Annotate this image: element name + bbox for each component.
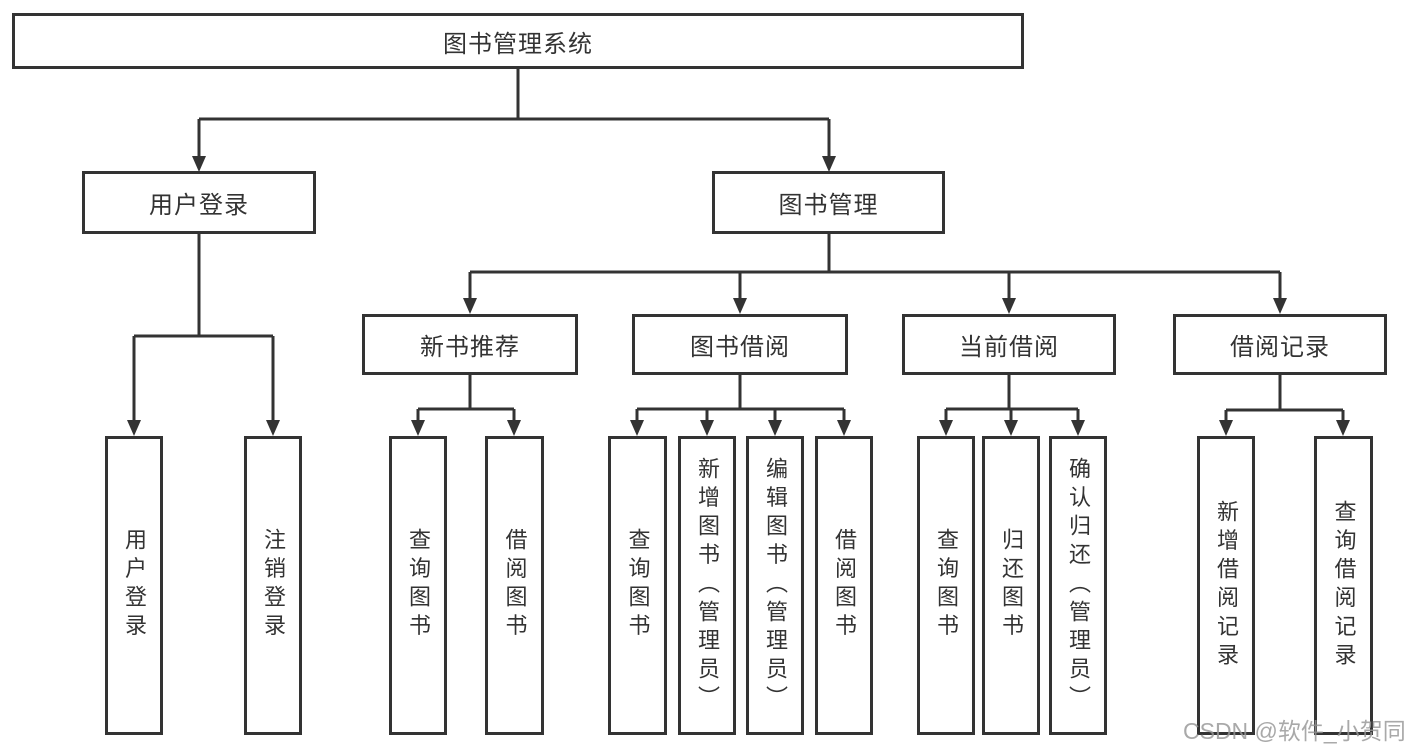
node-root-label: 图书管理系统 [443,30,593,58]
node-label: 当前借阅 [959,334,1059,361]
leaf-label: 归还图书 [999,528,1024,643]
leaf-label: 注销登录 [261,528,286,643]
leaf-label: 新增图书（管理员） [695,456,720,715]
leaf-label: 查询图书 [406,528,431,643]
leaf-borrow-books: 借阅图书 [815,436,873,735]
leaf-label: 编辑图书（管理员） [763,456,788,715]
node-user-login-branch: 用户登录 [82,171,316,234]
leaf-label: 用户登录 [122,528,147,643]
leaf-label: 借阅图书 [832,528,857,643]
node-label: 新书推荐 [420,334,520,361]
node-root: 图书管理系统 [12,13,1024,69]
leaf-query-books-recommend: 查询图书 [389,436,447,735]
watermark: CSDN @软件_小贺同学 [1183,718,1405,744]
leaf-add-borrow-record: 新增借阅记录 [1197,436,1255,735]
leaf-label: 新增借阅记录 [1214,499,1239,672]
node-label: 图书借阅 [690,334,790,361]
node-current-borrowing: 当前借阅 [902,314,1116,375]
leaf-confirm-return-admin: 确认归还（管理员） [1049,436,1107,735]
leaf-query-books-borrowing: 查询图书 [608,436,667,735]
leaf-label: 查询图书 [625,528,651,643]
node-label: 用户登录 [149,192,249,219]
leaf-return-books: 归还图书 [982,436,1040,735]
node-book-management: 图书管理 [712,171,945,234]
leaf-query-borrow-record: 查询借阅记录 [1314,436,1373,735]
leaf-edit-books-admin: 编辑图书（管理员） [746,436,804,735]
leaf-user-login: 用户登录 [105,436,163,735]
node-label: 借阅记录 [1230,334,1330,361]
leaf-label: 查询图书 [934,528,959,643]
node-label: 图书管理 [778,192,879,219]
leaf-query-books-current: 查询图书 [917,436,975,735]
leaf-label: 借阅图书 [502,528,528,643]
connector-lines [132,69,1345,424]
node-borrowing-records: 借阅记录 [1173,314,1387,375]
leaf-add-books-admin: 新增图书（管理员） [678,436,736,735]
leaf-logout: 注销登录 [244,436,302,735]
leaf-label: 查询借阅记录 [1331,499,1357,672]
node-new-book-recommend: 新书推荐 [362,314,578,375]
node-book-borrowing: 图书借阅 [632,314,848,375]
leaf-label: 确认归还（管理员） [1066,456,1091,715]
leaf-borrow-books-recommend: 借阅图书 [485,436,544,735]
